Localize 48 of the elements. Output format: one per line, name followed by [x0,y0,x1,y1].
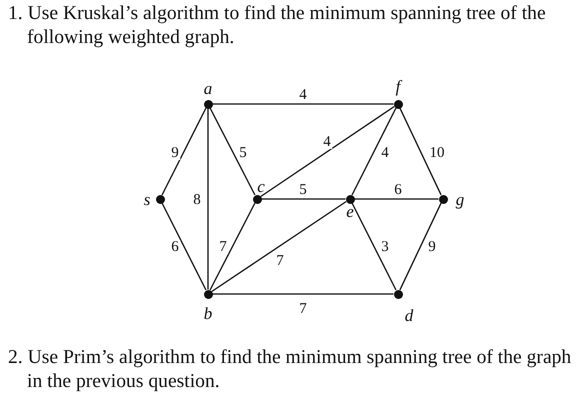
edge-weight: 9 [427,240,437,254]
edge-weight: 7 [298,302,308,316]
vertex-dot [156,194,164,204]
graph-edge [209,108,256,196]
graph-edge [351,108,397,196]
graph-edge [399,202,442,290]
graph-edge [351,202,397,290]
graph-edge [207,108,209,290]
vertex-dot [252,194,262,204]
edge-weight: 4 [380,146,390,160]
edge-weight: 7 [218,240,228,254]
graph-edge [262,198,346,200]
question-text: 2. Use Prim’s algorithm to find the minimum spanning tree of the graph in the previous question. [8,346,572,394]
vertex-dot [204,100,212,108]
graph-edge [399,108,442,196]
graph-edge [354,198,438,200]
vertex-label: c [257,179,265,195]
edge-weight: 8 [192,193,202,207]
vertex-label: f [396,79,400,95]
edge-weight: 3 [380,240,390,254]
edge-weight: 6 [393,183,403,197]
edge-weight: 4 [322,135,332,149]
edge-weight: 6 [170,240,180,254]
edge-weight: 5 [298,183,308,197]
vertex-dot [394,100,402,108]
vertex-label: b [204,306,212,322]
edge-weight: 10 [428,146,446,160]
vertex-label: s [144,192,150,208]
graph-edge [260,106,395,198]
vertex-dot [394,290,402,298]
graph-edge [211,200,347,292]
edge-weight: 4 [298,88,308,102]
graph-edge [212,103,394,105]
edge-weight: 5 [238,146,248,160]
graph-edge [161,202,207,290]
edge-weight: 9 [170,146,180,160]
vertex-dot [204,290,212,298]
edge-weight: 7 [275,254,285,268]
graph-edge [212,293,394,295]
vertex-label: g [456,192,464,208]
graph-edge [161,108,207,196]
graph-edge [209,202,256,290]
vertex-label: e [346,204,354,220]
vertex-label: d [404,308,414,324]
vertex-dot [346,194,354,204]
vertex-dot [438,194,448,204]
vertex-label: a [204,81,212,97]
question-text: 1. Use Kruskal’s algorithm to find the minimum spanning tree of the following weighted graph. [8,2,547,50]
